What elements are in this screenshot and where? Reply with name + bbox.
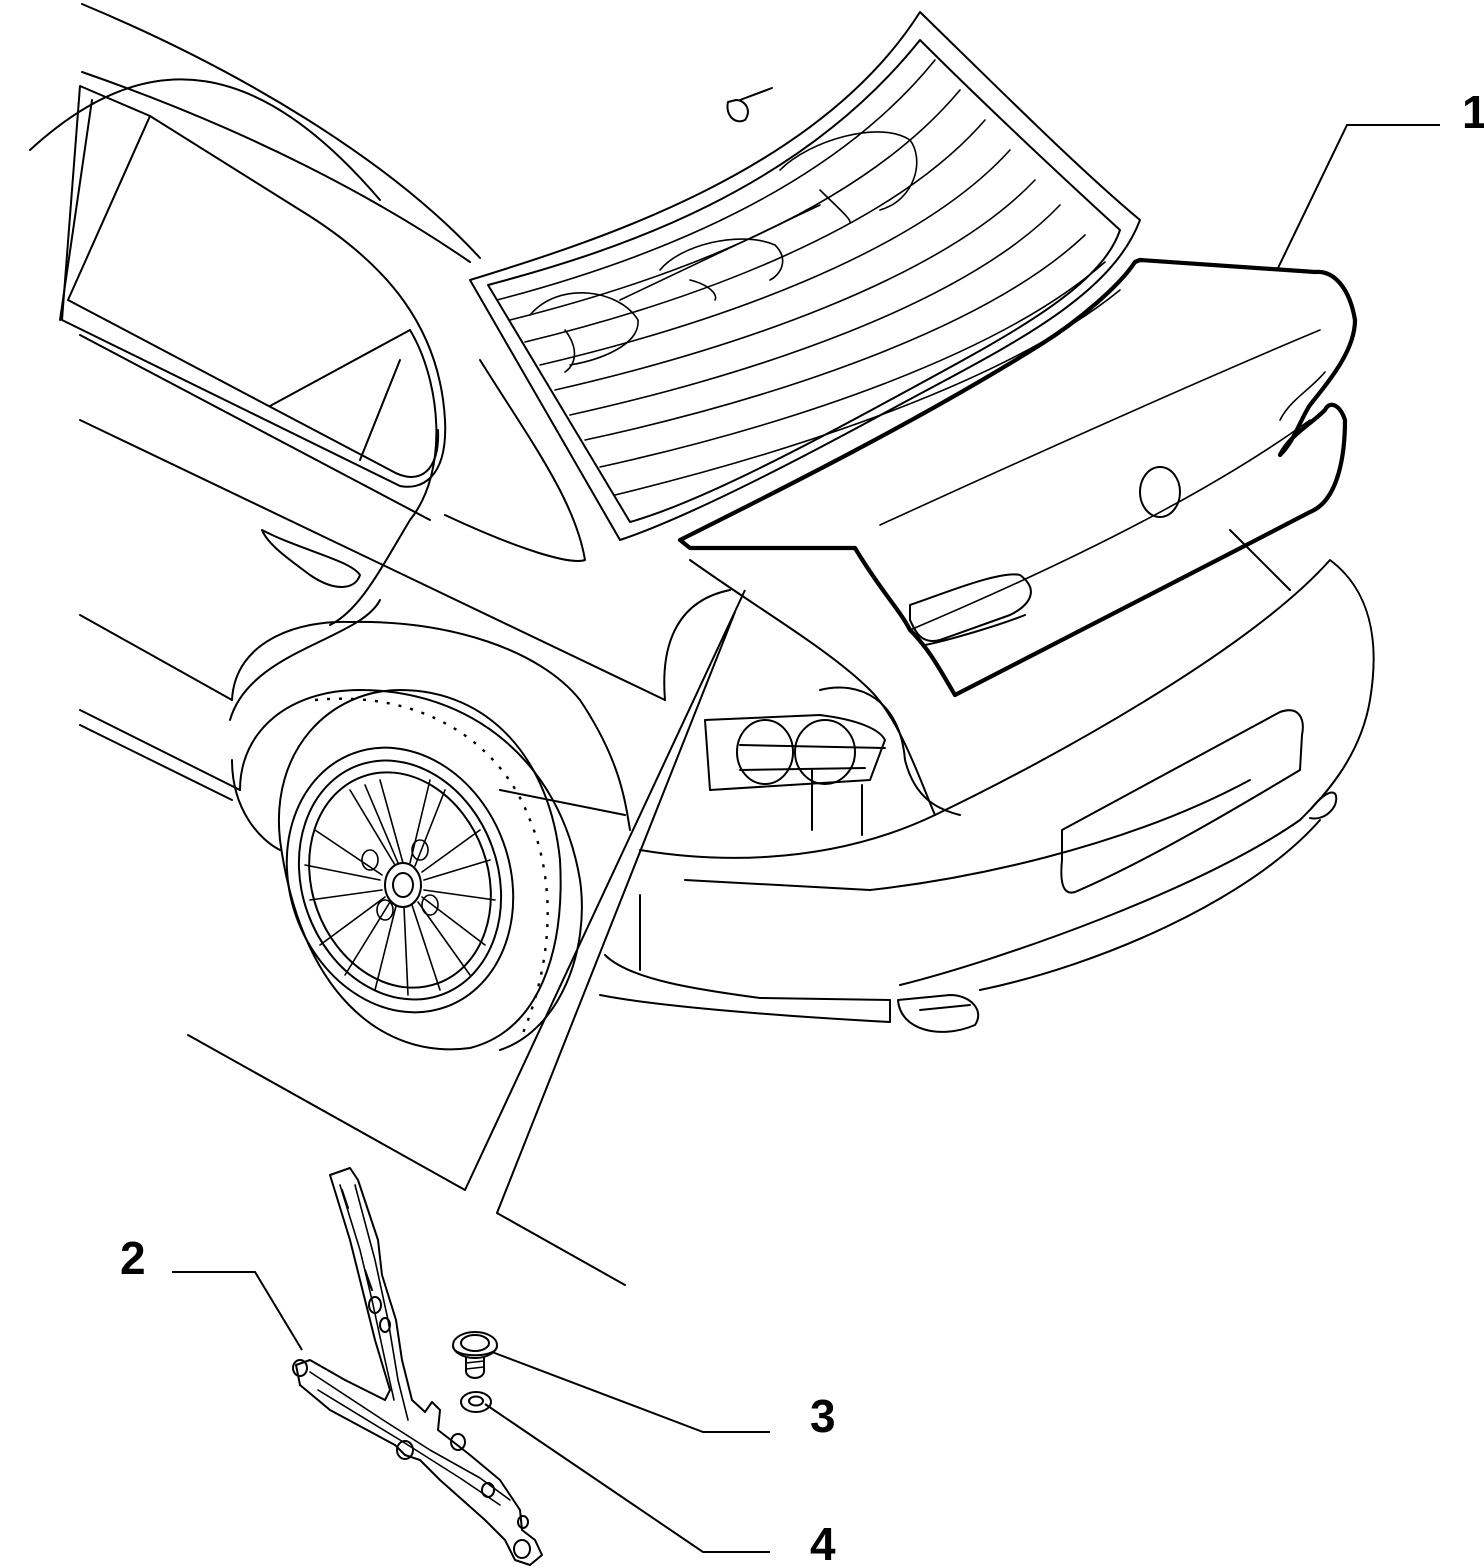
leader-line-2 bbox=[172, 1271, 303, 1351]
callout-2: 2 bbox=[120, 1232, 146, 1284]
rear-wheel bbox=[277, 689, 562, 1051]
leader-line-4 bbox=[484, 1403, 770, 1553]
leader-line-3 bbox=[491, 1351, 770, 1433]
screw-part bbox=[452, 1331, 498, 1379]
extension-line-left bbox=[464, 589, 746, 1191]
callout-4: 4 bbox=[810, 1518, 836, 1568]
extension-line-right bbox=[496, 611, 736, 1214]
leader-line-1 bbox=[1277, 124, 1440, 269]
callout-3: 3 bbox=[810, 1390, 836, 1442]
rear-window bbox=[469, 11, 1141, 541]
hinge-part bbox=[292, 1167, 543, 1566]
washer-part bbox=[460, 1391, 492, 1413]
leader-lines bbox=[172, 124, 1440, 1553]
callout-1: 1 bbox=[1462, 86, 1484, 138]
boot-lid-part bbox=[677, 257, 1358, 698]
car-body-outline bbox=[29, 3, 1375, 1286]
